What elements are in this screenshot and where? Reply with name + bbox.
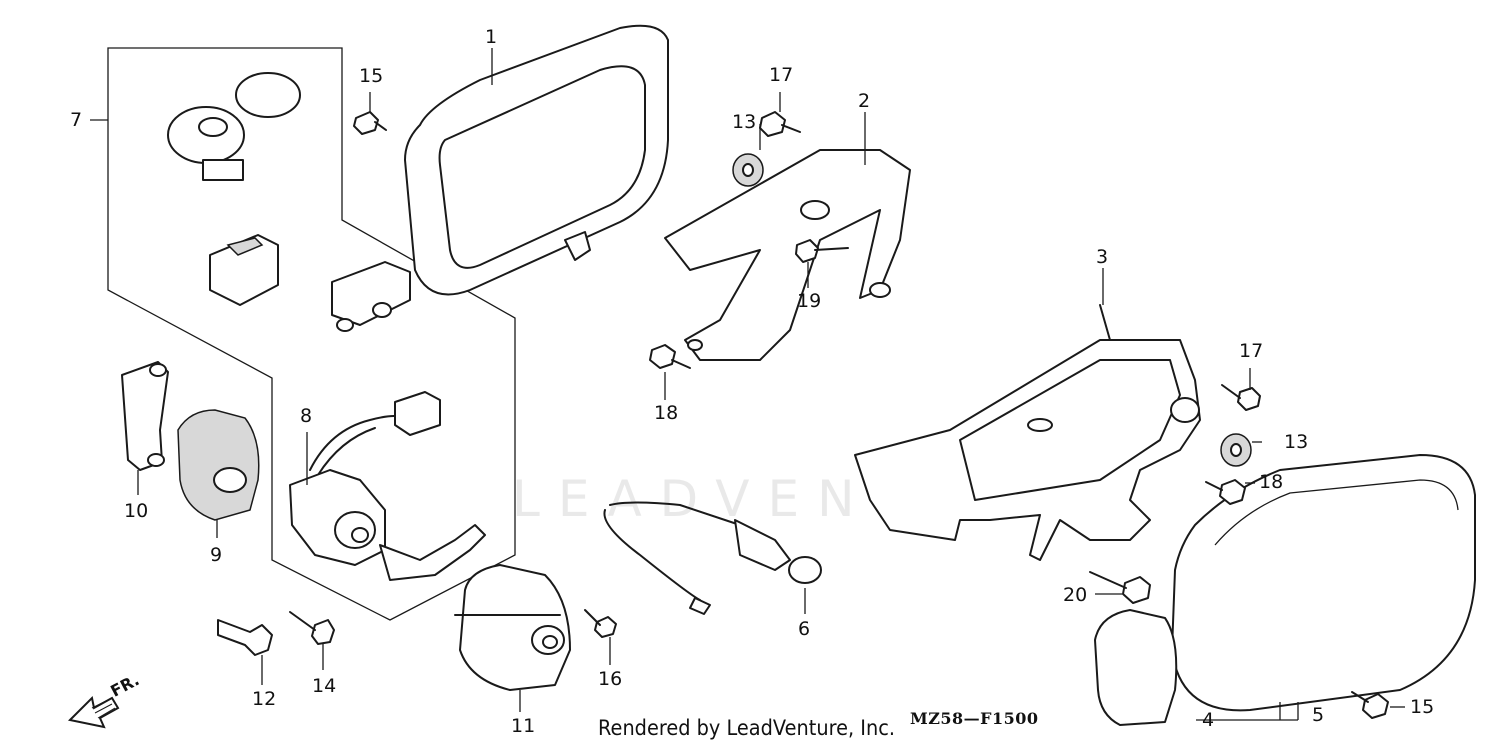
part-4-emblem <box>1094 609 1178 726</box>
bolt-14 <box>289 611 335 645</box>
part-3-bracket <box>854 304 1201 561</box>
washer-13-b <box>1220 433 1252 467</box>
part-10-bracket <box>121 361 169 471</box>
callout-15-top: 15 <box>359 65 384 87</box>
callout-11: 11 <box>511 715 536 737</box>
callout-15-bottom: 15 <box>1410 696 1435 718</box>
bolt-15-top <box>353 111 387 135</box>
key-block <box>209 234 279 306</box>
callout-7: 7 <box>70 109 83 131</box>
bolt-18-b <box>1205 479 1246 505</box>
callout-20: 20 <box>1063 584 1088 606</box>
diagram-code: MZ58—F1500 <box>910 709 1039 728</box>
leader-lines <box>137 48 1405 721</box>
lock-bracket <box>331 261 411 332</box>
callout-9: 9 <box>210 544 223 566</box>
part-8-ignition-switch <box>289 391 486 581</box>
callout-10: 10 <box>124 500 149 522</box>
callout-14: 14 <box>312 675 337 697</box>
callout-17-top: 17 <box>769 64 794 86</box>
callout-2: 2 <box>858 90 871 112</box>
callout-19: 19 <box>797 290 822 312</box>
bolt-19 <box>795 239 849 263</box>
callout-12: 12 <box>252 688 277 710</box>
ignition-cover-cap <box>167 72 301 181</box>
render-credit: Rendered by LeadVenture, Inc. <box>598 716 895 740</box>
callout-5: 5 <box>1312 704 1325 726</box>
part-6-cable <box>603 501 822 615</box>
bolt-15-bottom <box>1351 691 1389 719</box>
callout-6: 6 <box>798 618 811 640</box>
callout-13-top: 13 <box>732 111 757 133</box>
callout-8: 8 <box>300 405 313 427</box>
callout-1: 1 <box>485 26 498 48</box>
part-9-switch <box>177 409 260 521</box>
bolt-18-a <box>649 344 691 369</box>
washer-13-a <box>732 153 764 187</box>
callout-13-right: 13 <box>1284 431 1309 453</box>
callout-3: 3 <box>1096 246 1109 268</box>
callout-17-right: 17 <box>1239 340 1264 362</box>
callout-18-right: 18 <box>1259 471 1284 493</box>
part-2-bracket <box>664 149 911 361</box>
part-12-key <box>217 619 273 656</box>
callout-4: 4 <box>1202 709 1215 731</box>
bolt-17-b <box>1221 384 1261 411</box>
bolt-17-a <box>759 111 801 137</box>
part-11-lock-housing <box>454 564 571 691</box>
front-direction-arrow <box>67 695 120 729</box>
assembly-7-outline <box>90 47 516 621</box>
bolt-20 <box>1089 571 1151 604</box>
bolt-16 <box>584 609 617 638</box>
callout-16: 16 <box>598 668 623 690</box>
part-5-side-cover <box>1171 454 1476 712</box>
callout-18-left: 18 <box>654 402 679 424</box>
part-1-garnish-frame <box>404 24 669 296</box>
